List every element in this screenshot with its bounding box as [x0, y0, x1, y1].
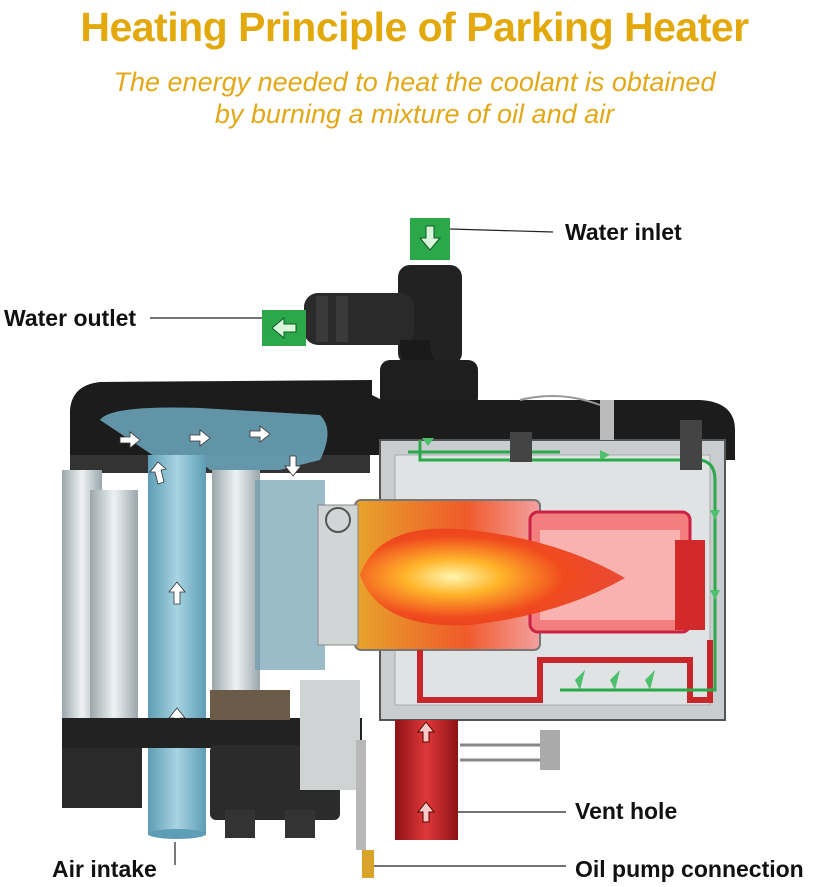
exhaust-path: [417, 540, 713, 703]
vent-hole-label: Vent hole: [575, 798, 678, 824]
vent-hole-pipe: [395, 720, 458, 840]
water-pipe-elbow: [304, 265, 478, 408]
air-arrow-up-2: [168, 581, 186, 605]
water-inlet-arrow: [410, 218, 450, 260]
water-outlet-label: Water outlet: [4, 305, 137, 331]
blower-section: [62, 407, 328, 720]
subtitle-line-1: The energy needed to heat the coolant is…: [113, 67, 716, 97]
flame: [360, 528, 625, 626]
air-arrow-down: [284, 455, 302, 477]
diagram-subtitle: The energy needed to heat the coolant is…: [0, 66, 829, 130]
air-arrow-right-3: [249, 425, 271, 443]
air-arrow-right-2: [189, 429, 211, 447]
control-block: [62, 680, 362, 838]
side-pipes: [460, 730, 560, 770]
water-outlet-arrow: [262, 310, 306, 346]
oil-pump-connection-label: Oil pump connection: [575, 856, 804, 882]
diagram-title: Heating Principle of Parking Heater: [80, 4, 749, 50]
water-inlet-leader: [449, 228, 554, 233]
top-fittings: [510, 395, 702, 470]
water-inlet-label: Water inlet: [565, 219, 682, 245]
oil-pump-line: [356, 740, 374, 878]
leader-lines: [150, 228, 566, 867]
air-arrow-up-3: [149, 461, 167, 485]
coolant-arrows: [422, 438, 720, 690]
air-intake-tube: [148, 455, 206, 839]
air-arrow-right-1: [119, 431, 141, 449]
combustion-chamber: [317, 499, 692, 651]
subtitle-line-2: by burning a mixture of oil and air: [214, 99, 615, 129]
air-intake-label: Air intake: [52, 856, 157, 882]
